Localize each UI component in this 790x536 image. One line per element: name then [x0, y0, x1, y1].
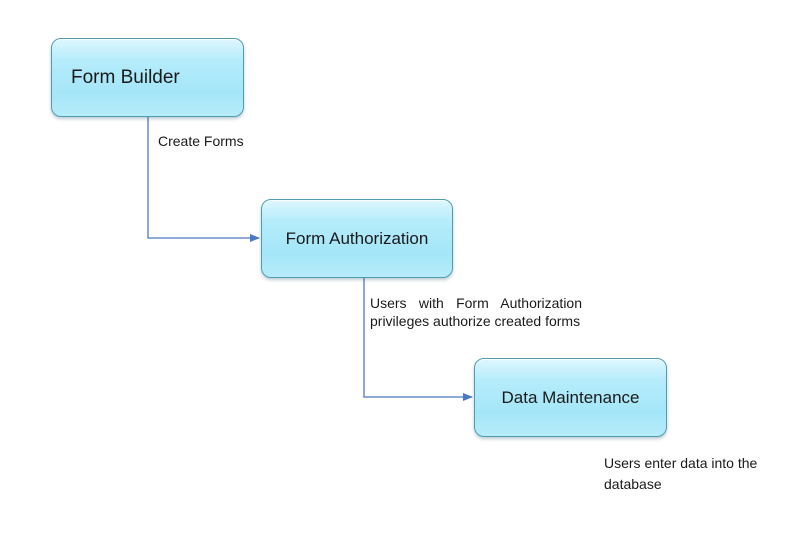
node-form-authorization-label: Form Authorization	[285, 228, 429, 248]
node-form-builder: Form Builder	[51, 38, 244, 117]
node-form-authorization: Form Authorization	[261, 199, 453, 278]
node-data-maintenance: Data Maintenance	[474, 358, 667, 437]
note-enter-data: Users enter data into the database	[604, 455, 758, 492]
edge-label-create-forms: Create Forms	[158, 133, 244, 149]
node-data-maintenance-label: Data Maintenance	[501, 387, 640, 407]
edge-label-authorize-created-forms: Users with Form Authorization privileges…	[370, 295, 582, 329]
node-form-builder-label: Form Builder	[71, 66, 180, 88]
